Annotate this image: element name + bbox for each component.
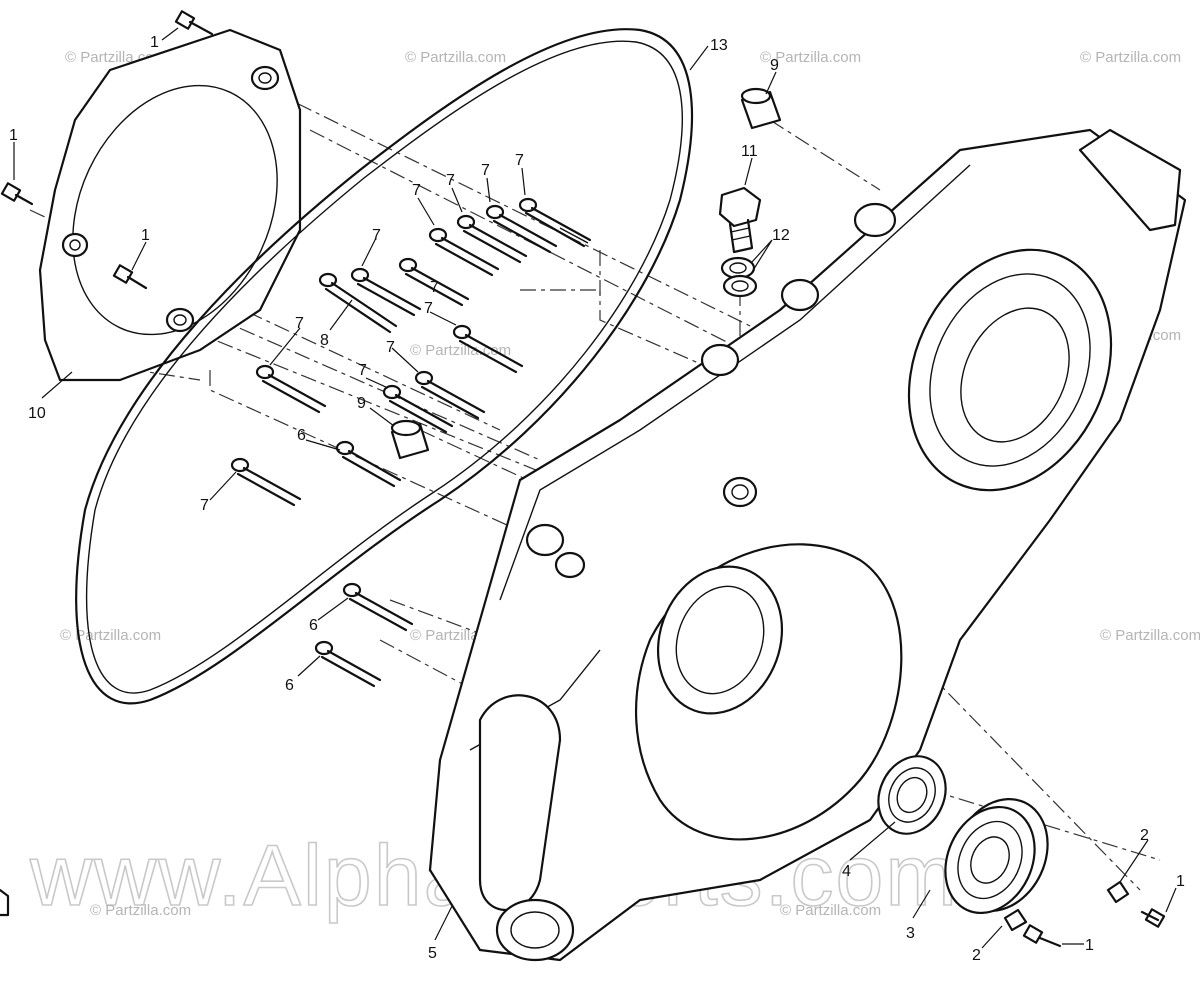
copyright-watermark: © Partzilla.com: [1080, 49, 1181, 66]
bolt: [456, 214, 528, 264]
bolt: [0, 182, 34, 206]
callout-9: 9: [770, 57, 779, 74]
callout-7: 7: [358, 362, 367, 379]
clutch-outer-cover: [38, 28, 302, 382]
callout-12: 12: [772, 227, 790, 244]
callout-7: 7: [430, 279, 439, 296]
washer: [1003, 908, 1028, 932]
callout-6: 6: [285, 677, 294, 694]
callout-1: 1: [9, 127, 18, 144]
bolt: [382, 384, 454, 434]
callout-7: 7: [200, 497, 209, 514]
sealing-washer: [720, 256, 758, 298]
oil-seal: [877, 755, 947, 835]
callout-6: 6: [309, 617, 318, 634]
cover-bolt-group: [0, 10, 1166, 948]
callout-7: 7: [424, 300, 433, 317]
bolt: [314, 640, 382, 688]
dowel-pin: [740, 87, 782, 130]
copyright-watermark: © Partzilla.com: [780, 902, 881, 919]
drain-plug: [718, 186, 762, 254]
bolt: [255, 364, 327, 414]
callout-7: 7: [412, 182, 421, 199]
callout-8: 8: [320, 332, 329, 349]
crankcase-cover: [428, 128, 1187, 962]
callout-11: 11: [741, 143, 758, 160]
bracket-fragment: [0, 888, 10, 917]
bolt: [485, 204, 558, 254]
callout-6: 6: [297, 427, 306, 444]
bolt: [414, 370, 486, 420]
callout-13: 13: [710, 37, 728, 54]
callout-1: 1: [141, 227, 150, 244]
leader-lines: [13, 27, 1177, 949]
cover-gasket: [75, 28, 693, 705]
callout-1: 1: [1085, 937, 1094, 954]
bolt: [1022, 924, 1062, 948]
callout-3: 3: [906, 925, 915, 942]
callout-9: 9: [357, 395, 366, 412]
copyright-watermark: © Partzilla.com: [405, 49, 506, 66]
dowel-pin: [390, 419, 430, 460]
bolt: [112, 264, 148, 290]
ball-bearing: [944, 797, 1049, 915]
bolt: [518, 197, 592, 248]
callout-1: 1: [1176, 873, 1185, 890]
callout-7: 7: [446, 172, 455, 189]
callout-5: 5: [428, 945, 437, 962]
bolt: [174, 10, 214, 36]
copyright-watermark: © Partzilla.com: [60, 627, 161, 644]
callout-10: 10: [28, 405, 46, 422]
copyright-watermark: © Partzilla.com: [90, 902, 191, 919]
callout-7: 7: [295, 315, 304, 332]
callout-1: 1: [150, 34, 159, 51]
callout-7: 7: [481, 162, 490, 179]
callout-7: 7: [386, 339, 395, 356]
bolt-group: [230, 197, 592, 688]
bolt: [1140, 908, 1166, 928]
bolt: [335, 440, 402, 488]
callout-7: 7: [372, 227, 381, 244]
bolt: [350, 267, 422, 317]
callout-7: 7: [515, 152, 524, 169]
callout-4: 4: [842, 863, 851, 880]
copyright-watermark: © Partzilla.com: [1100, 627, 1200, 644]
callout-2: 2: [972, 947, 981, 964]
bolt: [398, 257, 470, 307]
bolt: [318, 272, 398, 334]
bolt: [230, 457, 302, 507]
bolt: [342, 582, 414, 632]
callout-labels: 1 1 1 1 1 2 2 3 4 5 6 6 6 7 7 7 7 7 7 7 …: [9, 34, 1185, 964]
callout-2: 2: [1140, 827, 1149, 844]
washer: [1106, 880, 1130, 904]
bolt: [452, 324, 524, 374]
bolt: [428, 227, 500, 277]
copyright-watermark: © Partzilla.com: [760, 49, 861, 66]
